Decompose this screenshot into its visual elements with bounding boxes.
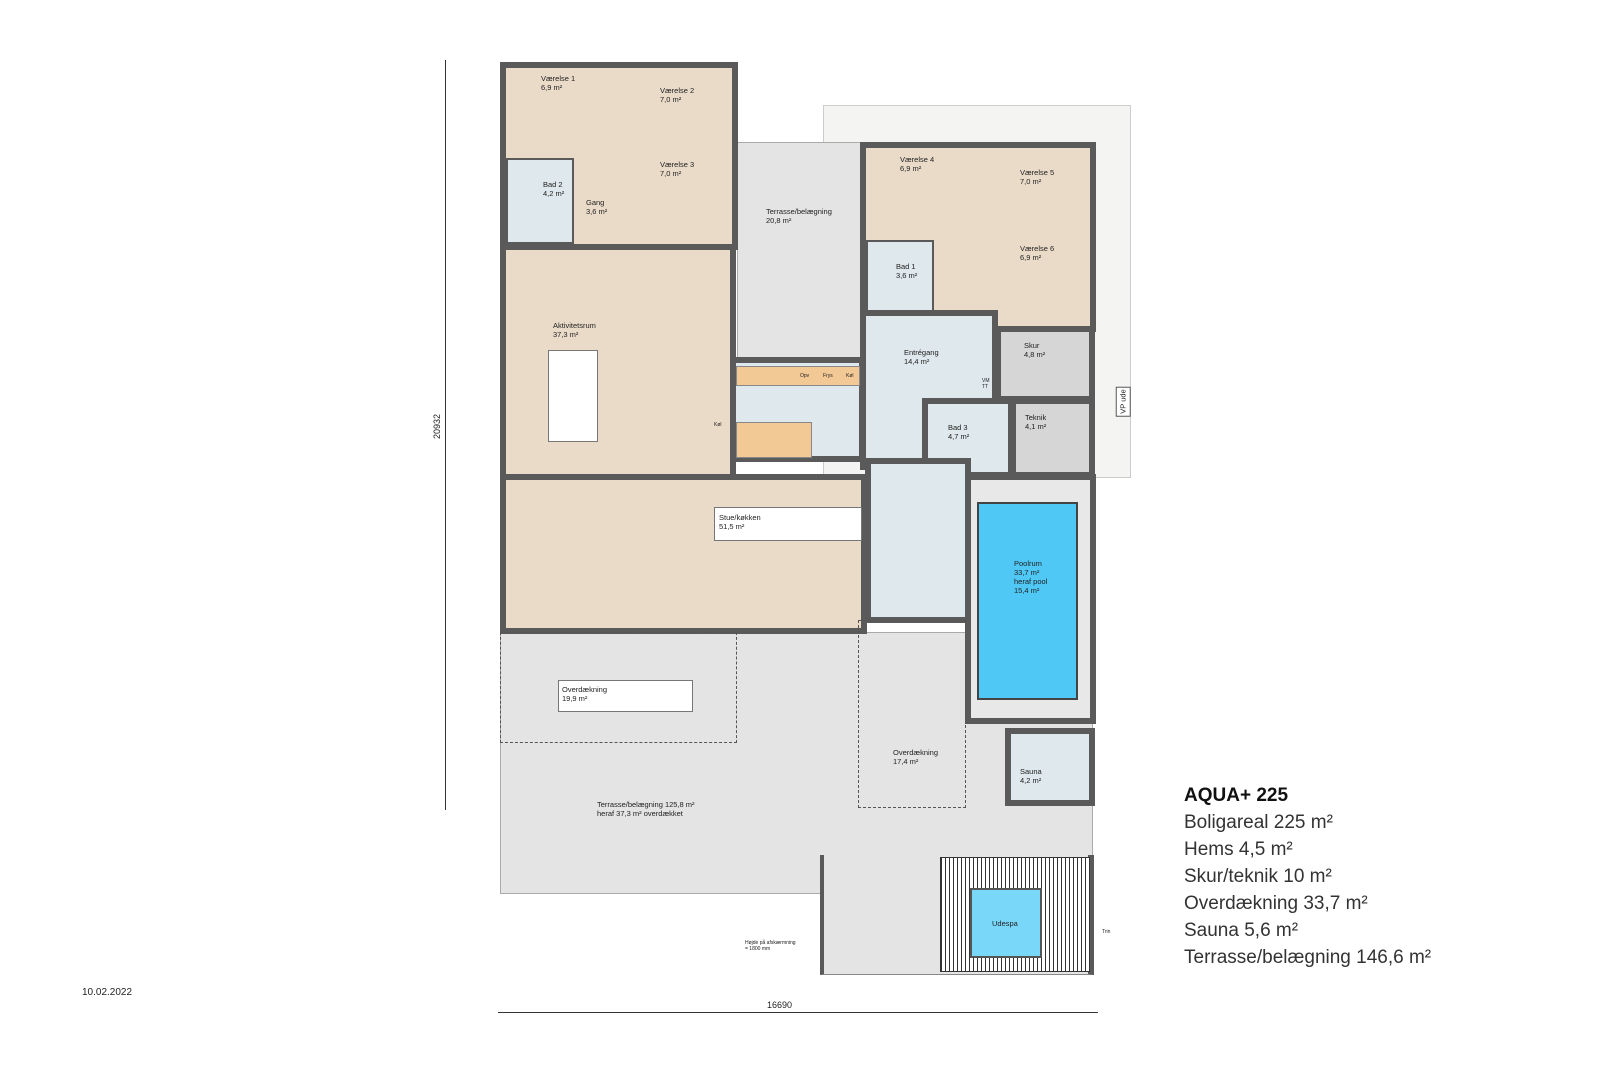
dimension-height: 20932 [432, 413, 443, 440]
dimension-line-horizontal [498, 1012, 1098, 1013]
pool [977, 502, 1078, 700]
room-label-aktivitet: Aktivitetsrum 37,3 m² [553, 321, 596, 339]
dimension-line-vertical [445, 60, 446, 810]
room-label-vaerelse2: Værelse 2 7,0 m² [660, 86, 695, 104]
date: 10.02.2022 [82, 987, 133, 998]
room-label-terrasse1: Terrasse/belægning 20,8 m² [766, 207, 832, 225]
info-line: Sauna 5,6 m² [1184, 920, 1299, 941]
label-fridge-2: Køl [714, 422, 722, 428]
info-line: Hems 4,5 m² [1184, 839, 1293, 860]
shed [995, 326, 1095, 402]
covered-area-1 [500, 632, 737, 743]
room-label-terrasse2: Terrasse/belægning 125,8 m² heraf 37,3 m… [597, 800, 695, 818]
room-label-bad3: Bad 3 4,7 m² [948, 423, 970, 441]
outdoor-table [558, 680, 693, 712]
room-label-bad1: Bad 1 3,6 m² [896, 262, 918, 280]
room-label-vaerelse4: Værelse 4 6,9 m² [900, 155, 935, 173]
technical-room [1010, 398, 1095, 478]
bedroom-wing-right [860, 142, 1096, 332]
bath-2 [506, 158, 574, 244]
pool-corridor [865, 458, 971, 623]
dimension-width: 16690 [767, 1000, 793, 1010]
room-label-vaerelse6: Værelse 6 6,9 m² [1020, 244, 1055, 262]
room-label-bad2: Bad 2 4,2 m² [543, 180, 565, 198]
info-panel: AQUA+ 225 Boligareal 225 m² Hems 4,5 m² … [1184, 782, 1431, 971]
room-label-vaerelse3: Værelse 3 7,0 m² [660, 160, 695, 178]
room-label-teknik: Teknik 4,1 m² [1025, 413, 1047, 431]
room-label-entre: Entrégang 14,4 m² [904, 348, 939, 366]
dining-table [714, 507, 862, 541]
kitchen-label-fridge: Køl [846, 373, 854, 379]
kitchen-label-dishwasher: Opv [800, 373, 810, 379]
note-step: Trin [1102, 929, 1111, 935]
info-line: Boligareal 225 m² [1184, 812, 1333, 833]
room-label-udespa: Udespa [992, 919, 1018, 928]
info-line: Skur/teknik 10 m² [1184, 866, 1332, 887]
room-label-overdaek1: Overdækning 19,9 m² [562, 685, 608, 703]
room-label-vaerelse5: Værelse 5 7,0 m² [1020, 168, 1055, 186]
room-label-vp-ude: VP ude [1115, 386, 1131, 417]
kitchen-island [736, 422, 812, 458]
activity-room [500, 244, 736, 480]
info-line: Terrasse/belægning 146,6 m² [1184, 947, 1432, 968]
living-kitchen [500, 474, 867, 634]
info-line: Overdækning 33,7 m² [1184, 893, 1368, 914]
room-label-poolrum: Poolrum 33,7 m² heraf pool 15,4 m² [1014, 559, 1048, 595]
kitchen-label-freezer: Frys [823, 373, 833, 379]
room-label-overdaek2: Overdækning 17,4 m² [893, 748, 939, 766]
room-label-stue: Stue/køkken 51,5 m² [719, 513, 761, 531]
room-label-vaerelse1: Værelse 1 6,9 m² [541, 74, 576, 92]
kitchen-counter [736, 366, 860, 386]
pool-table [548, 350, 598, 442]
room-label-sauna: Sauna 4,2 m² [1020, 767, 1042, 785]
covered-area-2 [858, 620, 966, 808]
terrace-north [737, 142, 862, 358]
label-washer-dryer: VM TT [982, 378, 990, 390]
plan-title: AQUA+ 225 [1184, 785, 1289, 806]
outdoor-spa [970, 888, 1042, 958]
room-label-gang: Gang 3,6 m² [586, 198, 608, 216]
note-screen-height: Højde på afskærmning = 1800 mm [745, 940, 796, 952]
sauna [1005, 728, 1095, 806]
room-label-skur: Skur 4,8 m² [1024, 341, 1046, 359]
